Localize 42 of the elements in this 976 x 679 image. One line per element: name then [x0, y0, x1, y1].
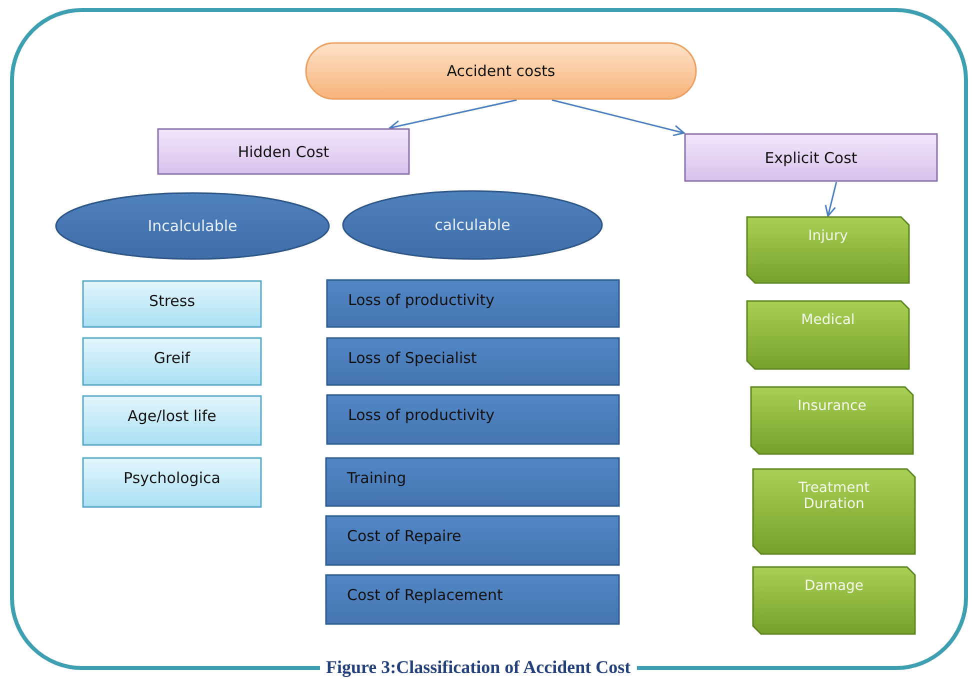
node-label: Treatment Duration	[797, 480, 871, 512]
arrow	[824, 182, 838, 217]
node-label: Insurance	[796, 398, 868, 414]
node-label: Accident costs	[446, 62, 556, 80]
category-box	[684, 133, 938, 182]
item-box	[325, 457, 620, 507]
node-label: Psychologica	[124, 469, 220, 487]
node-label: Training	[347, 469, 406, 487]
bevel-box	[746, 300, 910, 370]
node-label: Injury	[807, 228, 849, 244]
item-box	[326, 337, 620, 386]
item-box	[325, 574, 620, 625]
category-ellipse	[342, 190, 603, 260]
node-label: Greif	[154, 349, 190, 367]
item-box	[82, 457, 262, 508]
item-box	[82, 280, 262, 328]
figure-caption: Figure 3:Classification of Accident Cost	[320, 657, 637, 678]
node-label: Age/lost life	[128, 407, 216, 425]
bevel-box	[746, 216, 910, 284]
item-box	[326, 279, 620, 328]
node-label: Loss of productivity	[348, 291, 495, 309]
arrow	[552, 99, 685, 136]
node-label: Loss of productivity	[348, 406, 495, 424]
category-ellipse	[55, 192, 330, 260]
category-box	[157, 128, 410, 175]
item-box	[326, 394, 620, 445]
node-label: Stress	[148, 292, 196, 310]
node-label: Damage	[803, 578, 865, 594]
node-label: Medical	[800, 312, 856, 328]
item-box	[325, 515, 620, 566]
node-label: Cost of Repaire	[347, 527, 462, 545]
bevel-box	[752, 468, 916, 555]
bevel-box	[750, 386, 914, 455]
node-label: Loss of Specialist	[348, 349, 477, 367]
item-box	[82, 337, 262, 386]
node-label: calculable	[434, 216, 510, 234]
node-label: Cost of Replacement	[347, 586, 503, 604]
node-label: Hidden Cost	[238, 142, 330, 160]
bevel-box	[752, 566, 916, 635]
item-box	[82, 395, 262, 446]
node-label: Explicit Cost	[764, 148, 858, 166]
node-label: Incalculable	[148, 217, 238, 235]
